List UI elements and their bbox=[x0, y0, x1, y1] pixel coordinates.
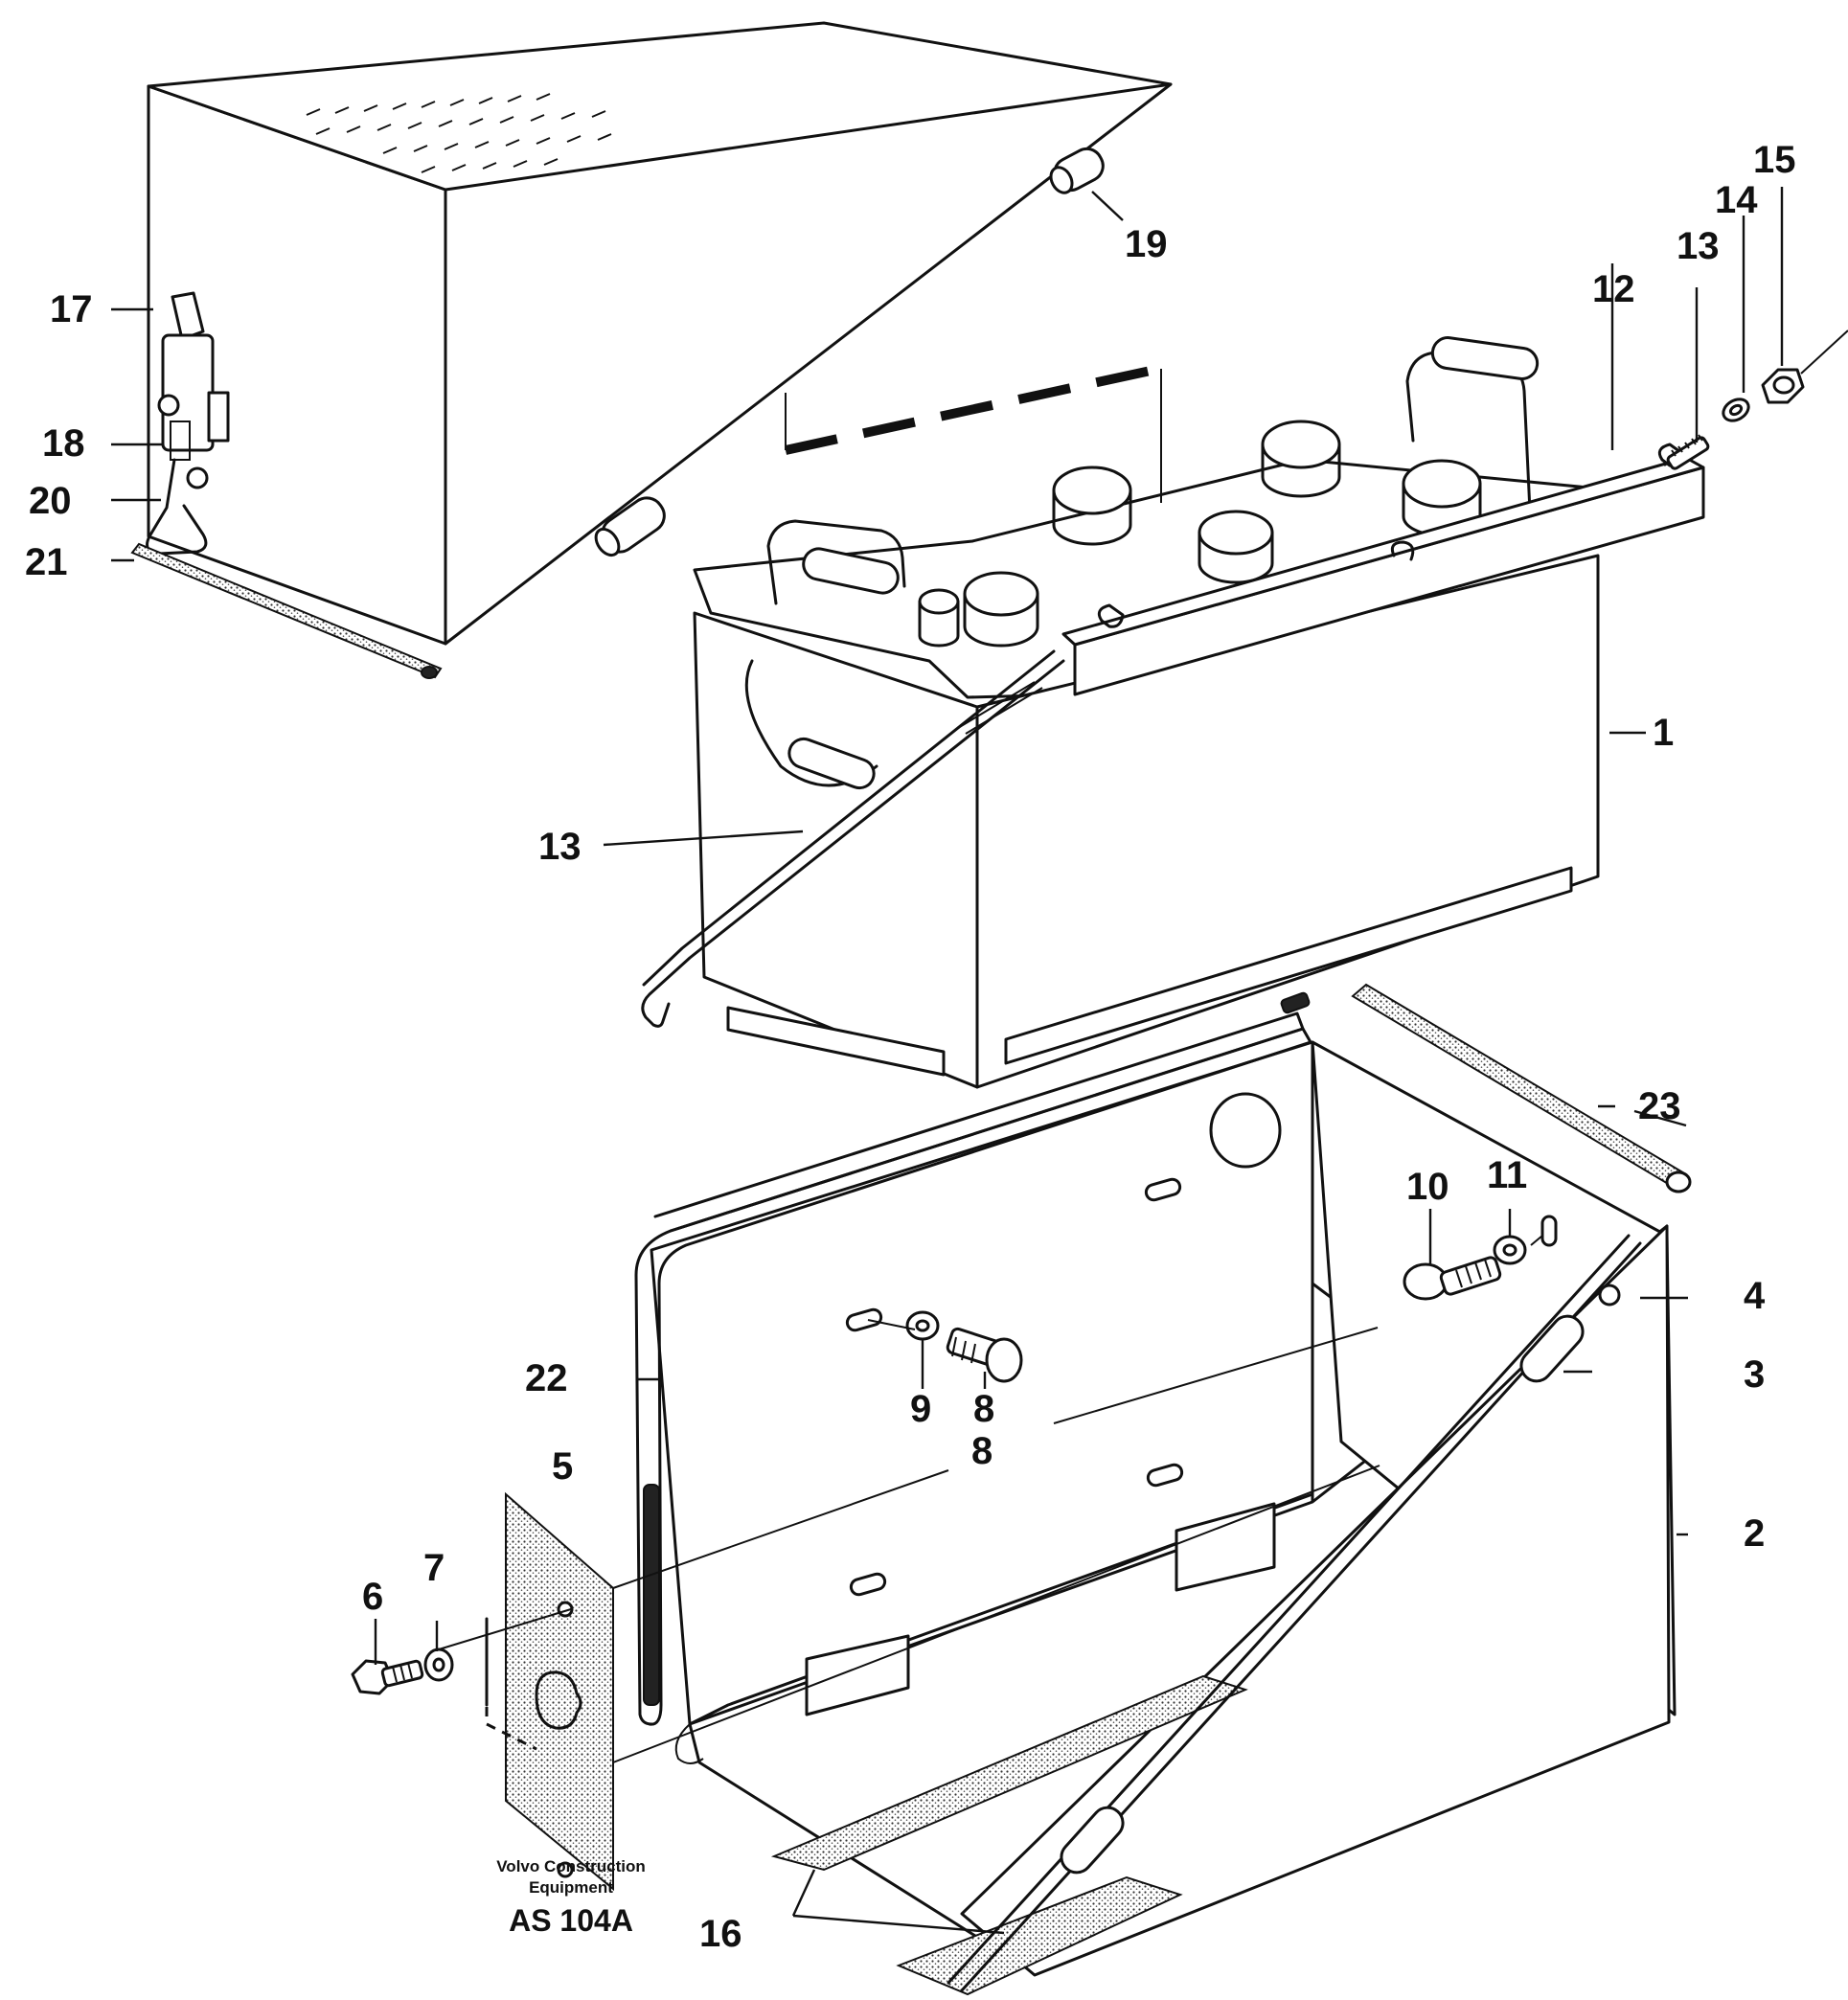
floor-ridge bbox=[805, 1502, 1276, 1716]
assembly-line bbox=[784, 364, 1161, 455]
washer-7-hole bbox=[432, 1657, 445, 1672]
lid-seal-strip bbox=[130, 542, 443, 679]
battery-handle bbox=[744, 519, 906, 790]
washer-9-hole bbox=[915, 1319, 930, 1332]
callout-14: 14 bbox=[1715, 179, 1758, 221]
battery-vent-cap bbox=[963, 571, 1039, 648]
box-top-seal-strip bbox=[1351, 983, 1692, 1193]
lid-rubber-buffer bbox=[594, 496, 666, 557]
battery-vent-cap bbox=[1052, 466, 1132, 546]
hold-down-bar bbox=[1061, 456, 1705, 696]
mounting-bracket bbox=[485, 1491, 614, 1892]
assembly-line bbox=[785, 369, 1162, 503]
battery-vent-cap bbox=[1261, 420, 1341, 498]
callout-9: 9 bbox=[910, 1388, 931, 1430]
callout-18: 18 bbox=[42, 422, 85, 465]
callout-1: 1 bbox=[1653, 712, 1674, 754]
washer-11-hole bbox=[1502, 1243, 1517, 1257]
callout-10: 10 bbox=[1406, 1166, 1449, 1208]
callout-19: 19 bbox=[1125, 223, 1168, 265]
caption-code: AS 104A bbox=[509, 1903, 633, 1938]
lid-tread-pattern bbox=[306, 93, 612, 173]
bolt-10 bbox=[1403, 1256, 1502, 1301]
bolt-8 bbox=[946, 1327, 1023, 1383]
callout-7: 7 bbox=[423, 1547, 445, 1589]
hinge bbox=[674, 1723, 704, 1764]
box-seal-frame bbox=[634, 991, 1312, 1726]
callout-11: 11 bbox=[1487, 1154, 1527, 1196]
caption-line-2: Equipment bbox=[529, 1878, 613, 1897]
clip-nut bbox=[1097, 603, 1125, 628]
bolt-washer-nut-set bbox=[1663, 330, 1848, 470]
battery-box bbox=[634, 983, 1692, 1996]
callout-12: 12 bbox=[1592, 268, 1635, 310]
callout-16: 16 bbox=[699, 1913, 742, 1955]
assembly-guide-lines bbox=[438, 1235, 1543, 1763]
battery-terminal bbox=[918, 588, 960, 648]
box-strut bbox=[947, 1234, 1642, 1992]
battery-box-lid bbox=[130, 21, 1173, 679]
callout-13a: 13 bbox=[1677, 225, 1720, 267]
callout-22: 22 bbox=[525, 1357, 568, 1399]
rubber-pad bbox=[896, 1875, 1183, 1996]
battery-tie-rod bbox=[641, 649, 1065, 1028]
callout-17: 17 bbox=[50, 288, 93, 330]
callout-15: 15 bbox=[1753, 139, 1796, 181]
battery-vent-cap bbox=[1198, 510, 1274, 584]
callout-21: 21 bbox=[25, 541, 68, 583]
cable-hole bbox=[1209, 1092, 1282, 1169]
callout-23: 23 bbox=[1638, 1085, 1681, 1127]
callout-6: 6 bbox=[362, 1576, 383, 1618]
callout-8b: 8 bbox=[971, 1430, 992, 1472]
rubber-pad bbox=[770, 1674, 1248, 1872]
lid-rubber-buffer bbox=[1049, 147, 1105, 194]
callout-8a: 8 bbox=[973, 1388, 994, 1430]
callout-20: 20 bbox=[29, 480, 72, 522]
caption-line-1: Volvo Construction bbox=[496, 1857, 646, 1875]
callout-labels: 1 2 3 4 5 6 7 8 8 9 10 11 12 13 13 14 15… bbox=[25, 139, 1796, 1955]
callout-3: 3 bbox=[1744, 1353, 1765, 1396]
callout-2: 2 bbox=[1744, 1512, 1765, 1555]
bolt-6 bbox=[351, 1659, 424, 1695]
leader-lines bbox=[111, 187, 1784, 1935]
callout-5: 5 bbox=[552, 1445, 573, 1488]
battery bbox=[641, 336, 1705, 1089]
mounting-slot bbox=[845, 1177, 1558, 1597]
battery-handle bbox=[1405, 336, 1540, 513]
callout-13b: 13 bbox=[538, 826, 582, 868]
caption: Volvo Construction Equipment AS 104A bbox=[496, 1857, 646, 1938]
callout-4: 4 bbox=[1744, 1275, 1766, 1317]
